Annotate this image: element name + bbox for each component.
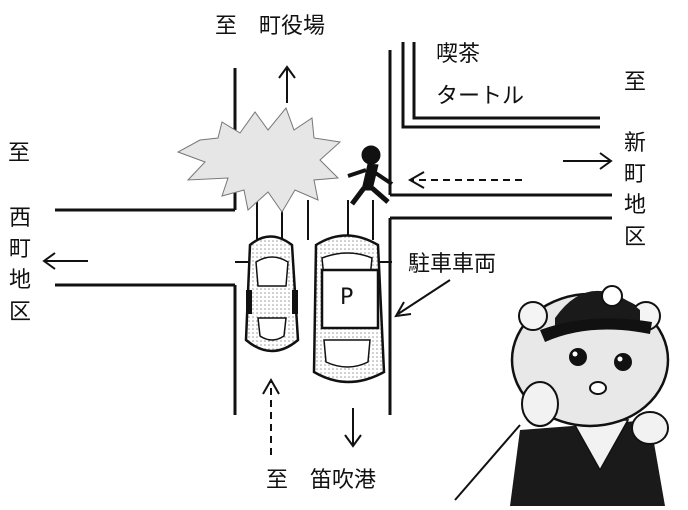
label-to-port: 至 笛吹港 — [266, 468, 377, 493]
arrow-down-icon — [344, 408, 362, 448]
label-right-to: 至 — [624, 70, 647, 95]
moving-car — [244, 235, 300, 353]
label-cafe-line1: 喫茶 — [436, 42, 481, 67]
pedestrian-icon — [347, 145, 394, 206]
parking-mark: P — [340, 285, 354, 310]
label-nishimachi-district: 西 町 地 区 — [8, 206, 31, 325]
police-mascot-icon — [454, 285, 670, 506]
label-shinmachi-district: 新 町 地 区 — [623, 131, 646, 250]
car-path-arrow — [262, 377, 280, 455]
arrow-right-icon — [563, 152, 613, 170]
crash-burst-icon — [176, 107, 342, 213]
parking-icon — [320, 268, 380, 330]
parked-car — [312, 234, 386, 384]
impact-lines — [256, 200, 374, 240]
road-edges — [55, 50, 612, 415]
direction-arrows — [42, 65, 613, 448]
label-to-town-office: 至 町役場 — [215, 14, 326, 39]
label-cafe-line2: タートル — [436, 84, 525, 109]
cafe-building-outline — [401, 42, 600, 129]
parked-car-pointer — [394, 279, 451, 318]
label-parked-vehicle: 駐車車両 — [408, 252, 497, 277]
pedestrian-path-arrow — [407, 171, 522, 189]
label-left-to: 至 — [8, 141, 31, 166]
arrow-left-icon — [42, 252, 88, 270]
arrow-up-icon — [278, 65, 296, 103]
